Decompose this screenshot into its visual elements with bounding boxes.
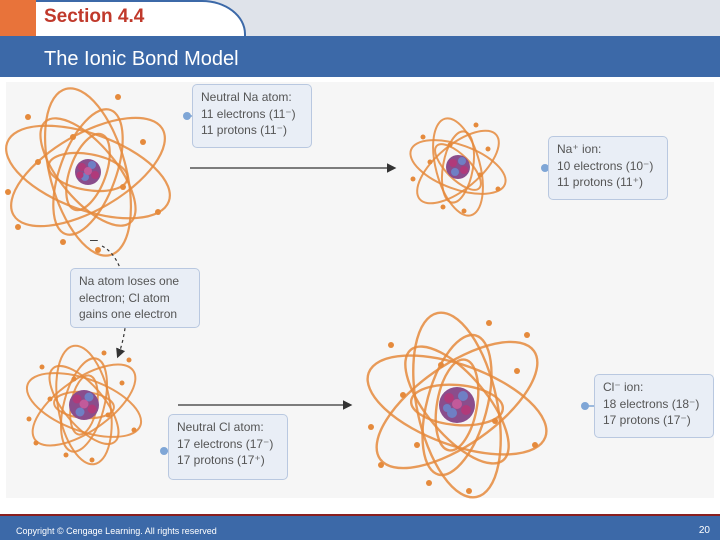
page-number: 20 xyxy=(698,525,710,536)
footer-bar xyxy=(0,516,720,540)
title-bar xyxy=(0,36,720,77)
transfer-line3: gains one electron xyxy=(79,307,178,321)
cl-atom xyxy=(25,344,143,466)
neutral-na-label: Neutral Na atom: 11 electrons (11⁻) 11 p… xyxy=(192,84,312,148)
electron-transfer-label: Na atom loses one electron; Cl atom gain… xyxy=(70,268,200,328)
na-ion-connector-dot xyxy=(541,164,549,172)
cl-atom-connector-dot xyxy=(160,447,168,455)
neutral-na-line1: Neutral Na atom: xyxy=(201,90,292,104)
na-ion-line1: Na⁺ ion: xyxy=(557,142,602,156)
electron-symbol: – xyxy=(90,231,98,247)
page-title: The Ionic Bond Model xyxy=(44,48,239,70)
neutral-na-line2: 11 electrons (11⁻) xyxy=(201,106,296,121)
cl-ion-connector-dot xyxy=(581,402,589,410)
na-atom-connector-dot xyxy=(183,112,191,120)
section-label: Section 4.4 xyxy=(44,6,145,27)
neutral-cl-line1: Neutral Cl atom: xyxy=(177,420,264,434)
neutral-na-line3: 11 protons (11⁻) xyxy=(201,123,287,137)
section-tab xyxy=(36,0,246,36)
transfer-line2: electron; Cl atom xyxy=(79,290,170,305)
cl-ion xyxy=(366,311,548,499)
cl-ion-line1: Cl⁻ ion: xyxy=(603,380,644,394)
cl-ion-label: Cl⁻ ion: 18 electrons (18⁻) 17 protons (… xyxy=(594,374,714,438)
na-atom xyxy=(5,87,171,257)
cl-ion-line2: 18 electrons (18⁻) xyxy=(603,396,700,411)
na-ion-line3: 11 protons (11⁺) xyxy=(557,175,643,189)
na-ion-label: Na⁺ ion: 10 electrons (10⁻) 11 protons (… xyxy=(548,136,668,200)
copyright-text: Copyright © Cengage Learning. All rights… xyxy=(16,526,217,536)
transfer-line1: Na atom loses one xyxy=(79,274,180,288)
neutral-cl-line2: 17 electrons (17⁻) xyxy=(177,436,274,451)
cl-ion-line3: 17 protons (17⁻) xyxy=(603,413,691,427)
neutral-cl-line3: 17 protons (17⁺) xyxy=(177,453,265,467)
neutral-cl-label: Neutral Cl atom: 17 electrons (17⁻) 17 p… xyxy=(168,414,288,480)
accent-square xyxy=(0,0,36,36)
na-ion xyxy=(409,117,507,217)
na-ion-line2: 10 electrons (10⁻) xyxy=(557,158,654,173)
footer-accent-line xyxy=(0,514,720,516)
